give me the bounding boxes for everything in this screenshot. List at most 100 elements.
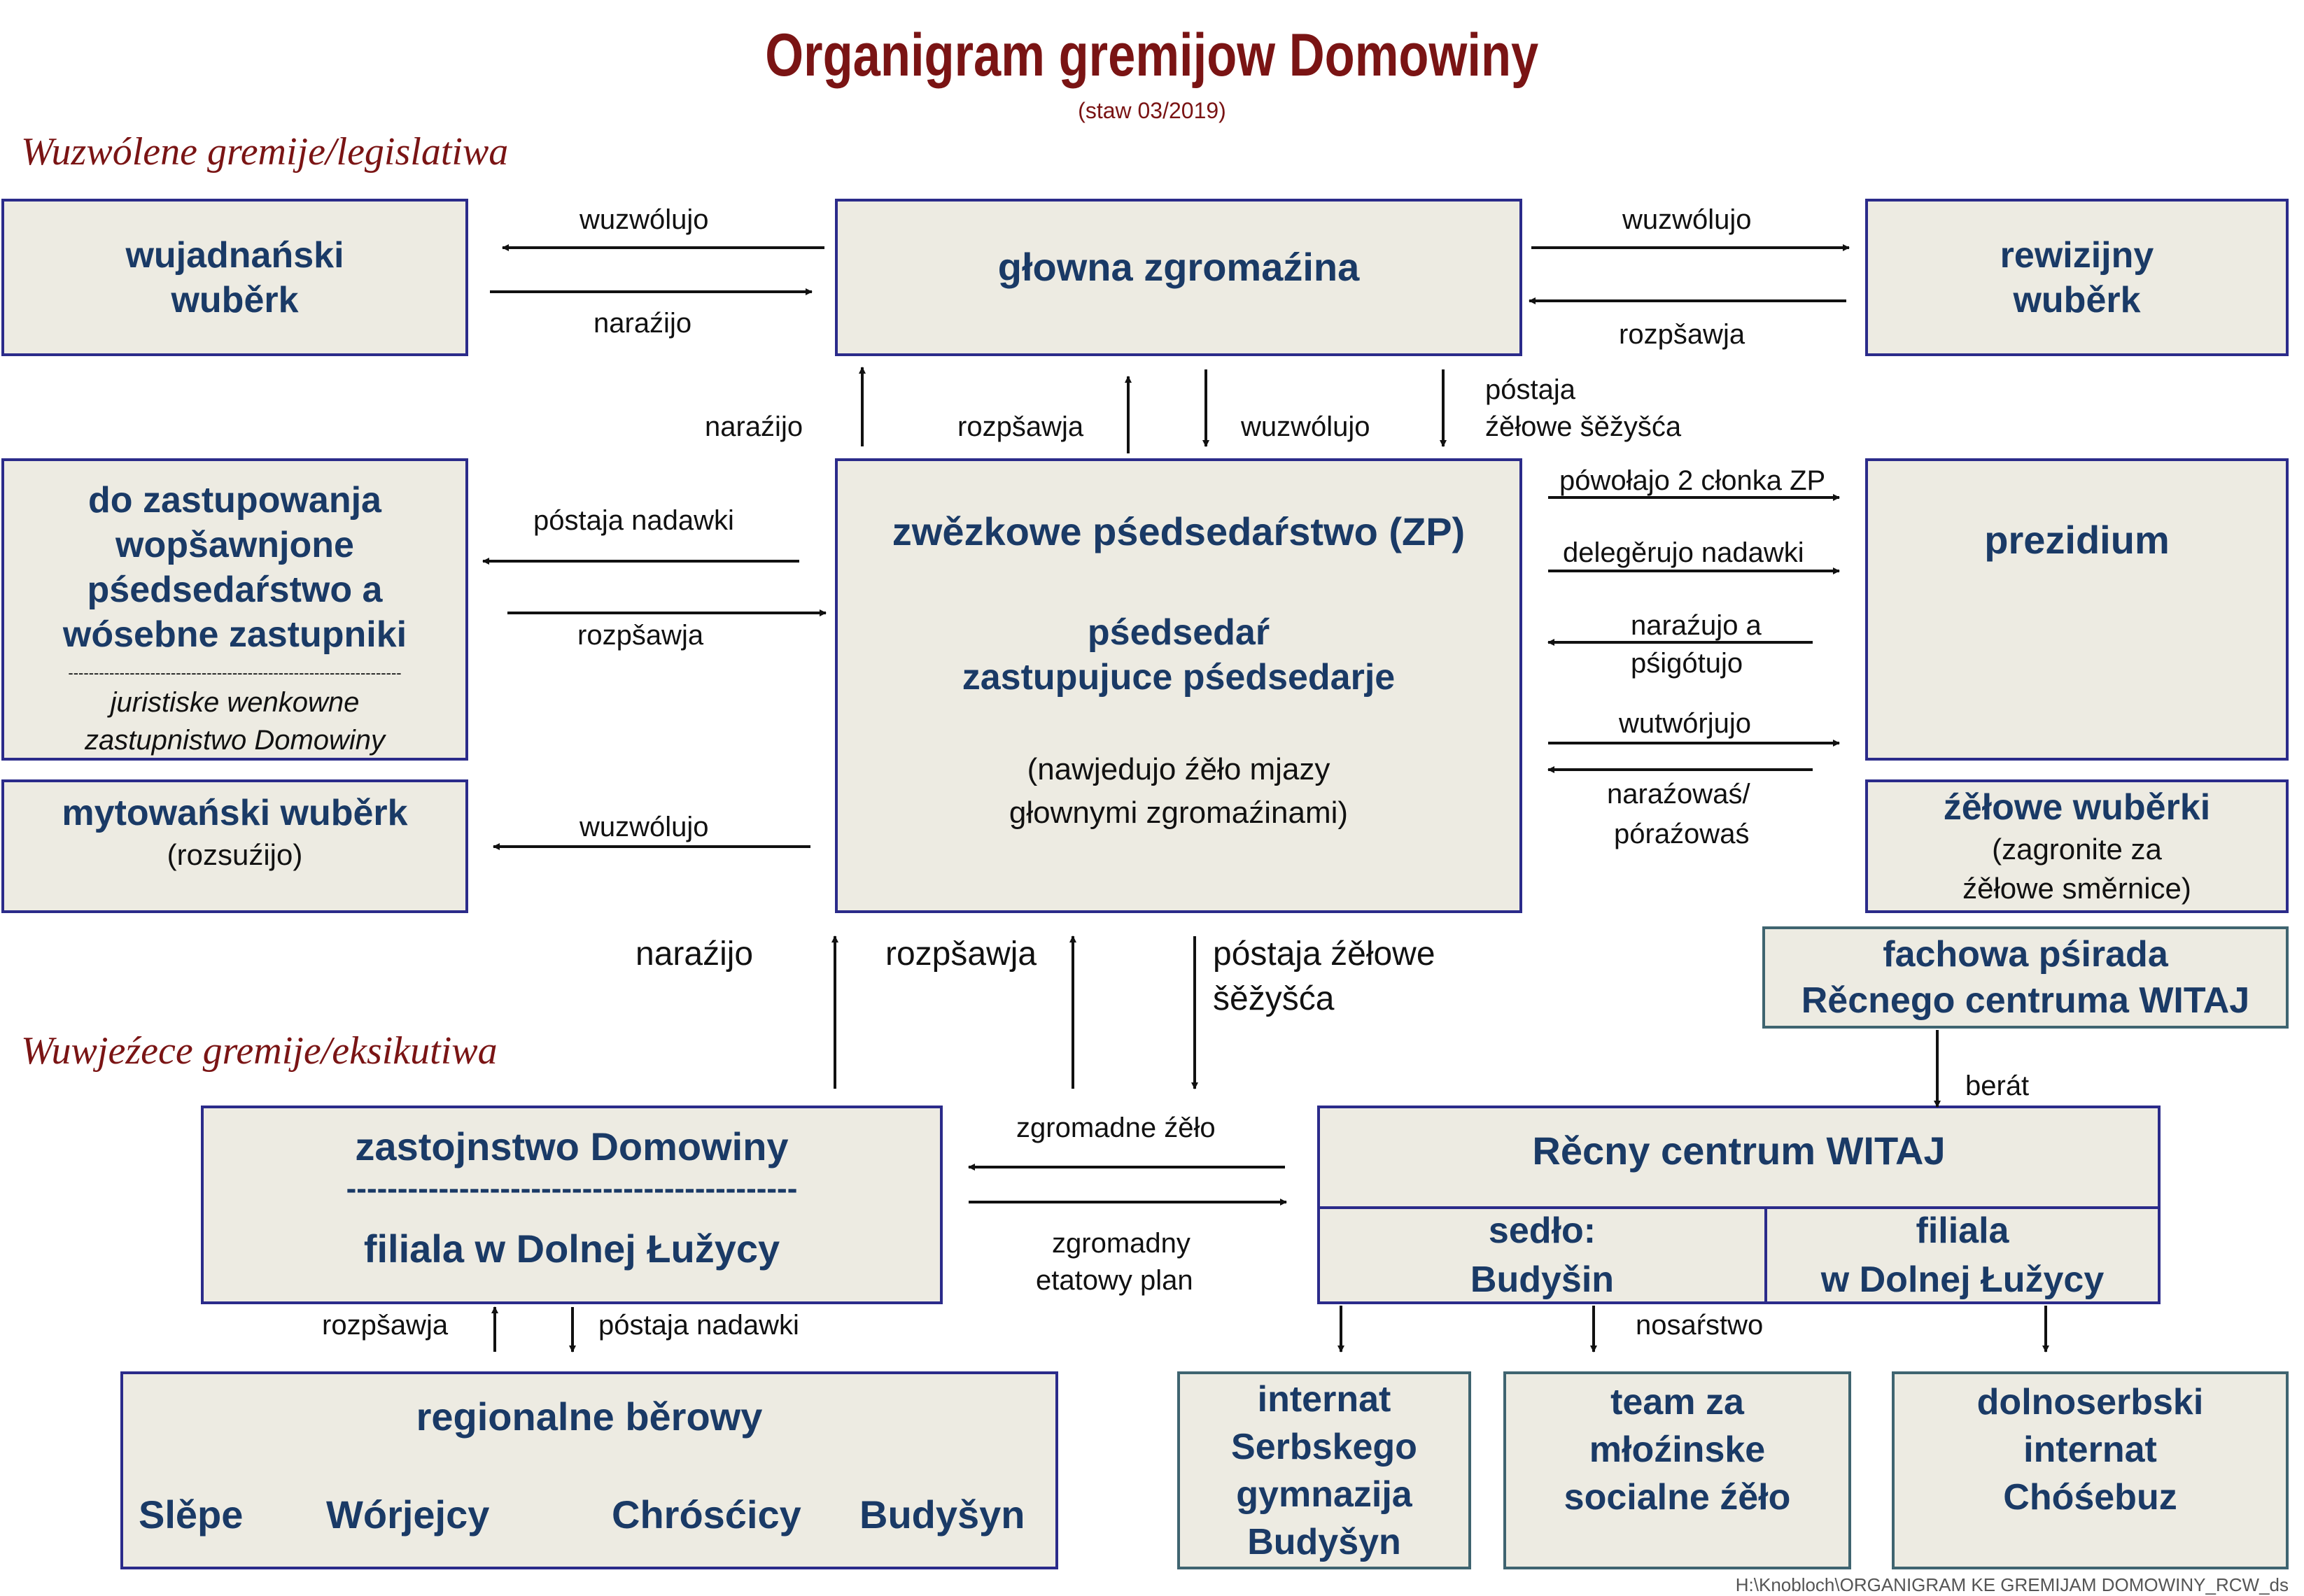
box-zwezkowe-psedsedarstwo: zwězkowe pśedsedaŕstwo (ZP) pśedsedaŕ za… — [835, 458, 1522, 913]
page-title: Organigram gremijow Domowiny — [0, 21, 2304, 90]
label-wutworjujo: wutwórjujo — [1619, 708, 1751, 739]
prezidium-label: prezidium — [1984, 518, 2170, 562]
zastupowanja-note1: juristiske wenkowne — [110, 687, 360, 718]
box-zastupowanja: do zastupowanja wopšawnjone pśedsedaŕstw… — [1, 458, 468, 761]
zp-member1: pśedsedaŕ — [1087, 612, 1270, 653]
zp-note1: (nawjedujo źěło mjazy — [1027, 752, 1330, 786]
internat-line4: Budyšyn — [1247, 1521, 1401, 1562]
label-rozpsawja-mid: rozpšawja — [577, 620, 704, 651]
label-nosarstwo: nosaŕstwo — [1636, 1310, 1764, 1341]
zp-note2: głownymi zgromaźinami) — [1009, 796, 1349, 830]
box-rewizijny-wuberk: rewizijny wuběrk — [1865, 199, 2289, 356]
label-postaja-down-1: póstaja — [1485, 374, 1575, 405]
recny-left2: Budyšin — [1470, 1259, 1615, 1300]
label-rozpsawja-up: rozpšawja — [957, 411, 1084, 442]
box-team: team za młoźinske socialne źěło — [1503, 1371, 1851, 1569]
recny-title: Rěcny centrum WITAJ — [1532, 1129, 1946, 1173]
label-powolajo: pówołajo 2 cłonka ZP — [1559, 465, 1826, 496]
dolnoserb-line3: Chóśebuz — [2003, 1477, 2177, 1518]
zastojnstwo-sub: filiala w Dolnej Łužycy — [363, 1227, 780, 1271]
label-narazujo-2: pśigótujo — [1631, 648, 1743, 679]
box-zastojnstwo: zastojnstwo Domowiny -------------------… — [201, 1106, 943, 1304]
box-zelowe-wuberki: źěłowe wuběrki (zagronite za źěłowe směr… — [1865, 779, 2289, 913]
internat-line2: Serbskego — [1231, 1426, 1417, 1467]
zastupowanja-line2: wopšawnjone — [115, 525, 354, 565]
box-recny-centrum: Rěcny centrum WITAJ sedło: Budyšin filia… — [1317, 1106, 2161, 1304]
dolnoserb-line2: internat — [2023, 1429, 2157, 1470]
fachowa-line2: Rěcnego centruma WITAJ — [1801, 980, 2250, 1021]
label-postaja-bottom: póstaja nadawki — [598, 1310, 799, 1341]
zastupowanja-line4: wósebne zastupniki — [62, 614, 407, 655]
mytowanski-title: mytowański wuběrk — [62, 792, 408, 833]
label-etatowy-2: etatowy plan — [1036, 1265, 1193, 1296]
recny-divider-h — [1320, 1206, 2158, 1209]
regionalne-place1: Slěpe — [139, 1492, 244, 1537]
label-rozpsawja-low: rozpšawja — [885, 935, 1037, 973]
box-wujadnanski-wuberk: wujadnański wuběrk — [1, 199, 468, 356]
label-narazujo-1: naraźujo a — [1631, 610, 1762, 641]
label-narazijo-up: naraźijo — [705, 411, 803, 442]
label-berat: berát — [1965, 1071, 2030, 1101]
team-line2: młoźinske — [1589, 1429, 1766, 1470]
fachowa-line1: fachowa pśirada — [1883, 934, 2168, 975]
label-narazowas-2: póraźowaś — [1614, 819, 1750, 849]
box-prezidium: prezidium — [1865, 458, 2289, 761]
section-legislative: Wuzwólene gremije/legislatiwa — [21, 130, 509, 174]
box-mytowanski-wuberk: mytowański wuběrk (rozsuźijo) — [1, 779, 468, 913]
page-subtitle: (staw 03/2019) — [1078, 98, 1226, 123]
zastupowanja-note2: zastupnistwo Domowiny — [84, 725, 386, 756]
recny-divider-v — [1764, 1206, 1767, 1301]
internat-line1: internat — [1257, 1378, 1391, 1420]
dolnoserb-line1: dolnoserbski — [1976, 1382, 2204, 1422]
team-line1: team za — [1610, 1382, 1744, 1422]
zelowe-note1: (zagronite za — [1992, 832, 2162, 866]
regionalne-title: regionalne běrowy — [416, 1394, 763, 1439]
team-line3: socialne źěło — [1564, 1477, 1791, 1518]
footer-path: H:\Knobloch\ORGANIGRAM KE GREMIJAM DOMOW… — [1735, 1574, 2289, 1595]
label-postaja-low-1: póstaja źěłowe — [1213, 935, 1435, 973]
label-postaja-down-2: źěłowe šěžyšća — [1485, 411, 1682, 442]
wujadnanski-line1: wujadnański — [125, 234, 344, 276]
box-dolnoserbski-internat: dolnoserbski internat Chóśebuz — [1892, 1371, 2289, 1569]
box-glowna-zgromazina: głowna zgromaźina — [835, 199, 1522, 356]
wujadnanski-line2: wuběrk — [171, 279, 299, 320]
zp-title: zwězkowe pśedsedaŕstwo (ZP) — [892, 509, 1466, 553]
label-narazijo-left: naraźijo — [593, 308, 692, 339]
label-wuzwolujo-myt: wuzwólujo — [579, 812, 709, 842]
title-text: Organigram gremijow Domowiny — [765, 22, 1539, 89]
box-fachowa-psirada: fachowa pśirada Rěcnego centruma WITAJ — [1762, 926, 2289, 1029]
box-regionalne-berowy: regionalne běrowy Slěpe Wórjejcy Chrósći… — [120, 1371, 1058, 1569]
recny-right1: filiala — [1916, 1210, 2009, 1251]
glowna-zgromazina-label: głowna zgromaźina — [997, 244, 1360, 289]
zastupowanja-divider: ----------------------------------------… — [68, 664, 402, 682]
label-wuzwolujo-left: wuzwólujo — [579, 204, 709, 235]
internat-line3: gymnazija — [1236, 1474, 1412, 1515]
zp-member2: zastupujuce pśedsedarje — [962, 657, 1396, 698]
regionalne-place4: Budyšyn — [859, 1492, 1025, 1537]
label-delegerujo: delegěrujo nadawki — [1563, 537, 1804, 568]
label-zgromadne: zgromadne źěło — [1016, 1113, 1216, 1143]
label-narazowas-1: naraźowaś/ — [1607, 779, 1750, 810]
label-postaja-nadawki: póstaja nadawki — [533, 505, 734, 536]
zastojnstwo-title: zastojnstwo Domowiny — [355, 1124, 789, 1168]
label-narazijo-low: naraźijo — [635, 935, 754, 973]
rewizijny-line1: rewizijny — [2000, 234, 2154, 276]
label-rozpsawja-right: rozpšawja — [1619, 319, 1745, 350]
zastupowanja-line3: pśedsedaŕstwo a — [87, 570, 383, 610]
regionalne-place3: Chrósćicy — [612, 1492, 801, 1537]
zelowe-title: źěłowe wuběrki — [1943, 786, 2211, 828]
zastojnstwo-divider: ----------------------------------------… — [346, 1171, 798, 1206]
section-executive: Wuwjeźece gremije/eksikutiwa — [21, 1029, 498, 1073]
label-postaja-low-2: šěžyšća — [1213, 980, 1335, 1017]
box-internat-serbskego: internat Serbskego gymnazija Budyšyn — [1177, 1371, 1471, 1569]
label-wuzwolujo-down: wuzwólujo — [1241, 411, 1370, 442]
recny-left1: sedło: — [1488, 1210, 1596, 1251]
mytowanski-note: (rozsuźijo) — [167, 838, 303, 871]
label-rozpsawja-bottom: rozpšawja — [322, 1310, 449, 1341]
recny-right2: w Dolnej Łužycy — [1820, 1259, 2105, 1300]
label-etatowy-1: zgromadny — [1052, 1228, 1190, 1259]
label-wuzwolujo-right: wuzwólujo — [1622, 204, 1752, 235]
regionalne-place2: Wórjejcy — [326, 1492, 490, 1537]
rewizijny-line2: wuběrk — [2013, 279, 2141, 320]
